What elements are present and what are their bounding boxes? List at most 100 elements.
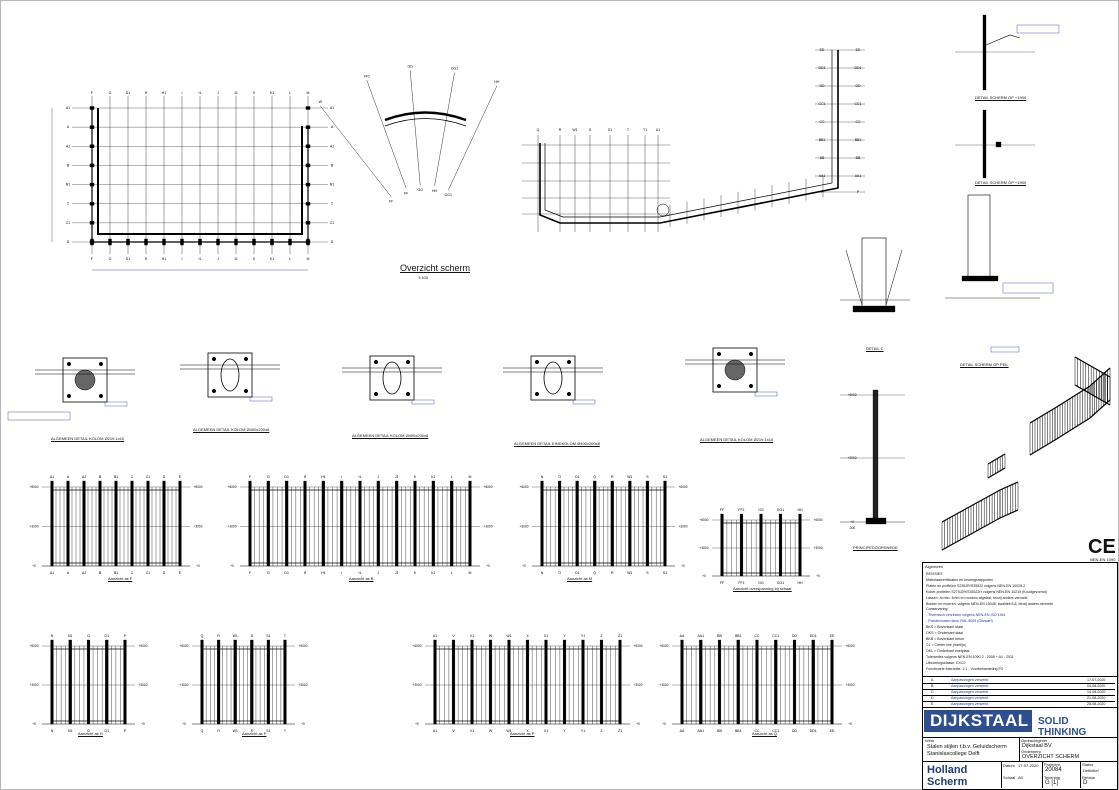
level-label: +3000 xyxy=(30,683,39,687)
grid-label-top: S xyxy=(646,475,649,479)
column-section xyxy=(74,369,96,391)
grid-label-top: GG xyxy=(407,65,413,69)
post xyxy=(558,480,562,567)
revision-code: A xyxy=(931,678,934,682)
level-label: +0 xyxy=(702,574,706,578)
grid-label-bottom: J1 xyxy=(234,257,238,261)
grid-label-bottom: B xyxy=(99,571,102,575)
grid-label-top: F xyxy=(91,91,93,95)
note-line: REVISIES xyxy=(926,572,943,576)
grid-label-bottom: BB xyxy=(717,729,722,733)
grid-label-bottom: S1 xyxy=(266,729,270,733)
note-line: Lassen, a=min. 4mm en rondom afgelast, t… xyxy=(926,595,1028,600)
grid-label-top: A xyxy=(67,475,70,479)
grid-label-right: C1 xyxy=(330,221,335,225)
grid-label-bottom: O xyxy=(87,729,90,733)
grid-label-left: EE xyxy=(820,48,825,52)
post xyxy=(599,639,604,725)
grid-label-top: J xyxy=(377,475,379,479)
grid-label-top: CC1 xyxy=(772,634,779,638)
revision-desc: Aanpassingen verwerkt xyxy=(951,702,989,706)
revision-code: E xyxy=(931,702,934,706)
grid-label-bottom: K1 xyxy=(431,571,435,575)
fence-bottom xyxy=(987,467,1006,479)
grid-label-top: W1 xyxy=(627,475,632,479)
post xyxy=(200,639,204,725)
post xyxy=(146,480,150,567)
screen-line xyxy=(544,50,833,218)
grid-label-right: C xyxy=(331,202,334,206)
post xyxy=(540,480,544,567)
base-plate xyxy=(852,305,896,313)
grid-label-top: S1 xyxy=(663,475,667,479)
column-section xyxy=(724,359,746,381)
post xyxy=(283,639,287,725)
grid-label-top: Q xyxy=(593,475,596,479)
principe-title: PRINCIPEDOORSNEDE xyxy=(853,545,898,550)
grid-label-bottom: I1 xyxy=(359,571,362,575)
grid-label-top: B xyxy=(99,475,102,479)
post xyxy=(68,639,72,725)
bolt xyxy=(748,351,754,357)
level-label: +6000 xyxy=(139,644,148,648)
subject-label: Onderwerp xyxy=(1021,749,1041,754)
drawing-label: Tekening xyxy=(1044,775,1061,780)
grid-label-bottom: GG1 xyxy=(777,581,784,585)
grid-label-bottom: EE xyxy=(830,729,835,733)
grid-label-right: BB1 xyxy=(855,138,862,142)
level-label: +0 xyxy=(636,722,640,726)
post xyxy=(250,639,254,725)
grid-label-left: CC1 xyxy=(818,102,825,106)
grid-label-bottom: A1 xyxy=(50,571,54,575)
grid-label-top: W1 xyxy=(233,634,238,638)
grid-label-bottom: A xyxy=(67,571,70,575)
grid-label-bottom: Q xyxy=(593,571,596,575)
grid-label-top: K1 xyxy=(270,91,274,95)
post xyxy=(720,513,724,577)
grid-label-bottom: AA xyxy=(680,729,685,733)
grid-label-bottom: BB1 xyxy=(735,729,742,733)
grid-label-bottom: H1 xyxy=(321,571,326,575)
grid-label-left: CC xyxy=(819,120,825,124)
level-label: +0 xyxy=(522,564,526,568)
detail-2-title: ALGEMEEN DETAIL KOLOM Ø400x200x8 xyxy=(193,427,270,432)
grid-label-right: A xyxy=(331,125,334,129)
grid-label-top: H1 xyxy=(162,91,167,95)
post xyxy=(114,480,118,567)
post xyxy=(811,639,815,725)
post xyxy=(162,480,166,567)
grid-label-bottom: W1 xyxy=(233,729,238,733)
grid-label-top: DD1 xyxy=(810,634,817,638)
detail-1-title: ALGEMEEN DETAIL KOLOM Ø219.1x10 xyxy=(51,436,125,441)
bolt xyxy=(716,383,722,389)
status-value: Definitief xyxy=(1083,768,1099,773)
grid-label-bottom: AA1 xyxy=(697,729,704,733)
grid-label-bottom: O xyxy=(558,571,561,575)
note-line: BKS = Bovenkant staal xyxy=(926,625,963,630)
elevation-b-title: Aanzicht as B xyxy=(349,576,374,581)
post xyxy=(50,480,54,567)
grid-label-bottom: GG xyxy=(758,581,764,585)
grid-label-top: O1 xyxy=(575,475,580,479)
grid-label-bottom: D1 xyxy=(284,571,289,575)
grid-label-top: Y1 xyxy=(581,634,585,638)
post xyxy=(303,480,307,567)
grid-label-top: Q xyxy=(537,128,540,132)
grid-label-top: C xyxy=(131,475,134,479)
level-label: +6000 xyxy=(194,485,203,489)
bolt xyxy=(566,359,572,365)
bolt xyxy=(373,359,379,365)
note-line: - Poedercoaten kleur RAL 9005 (Gitzwart) xyxy=(926,619,993,624)
column-mark xyxy=(305,106,311,110)
grid-label-left: C xyxy=(67,202,70,206)
grid-label-top: L xyxy=(451,475,453,479)
grid-label-bottom: HH xyxy=(432,189,438,193)
grid-label-bottom: E xyxy=(179,571,182,575)
level-label: +0 xyxy=(850,520,854,524)
grid-label-left: A1 xyxy=(66,106,70,110)
grid-label-right: B1 xyxy=(330,183,334,187)
